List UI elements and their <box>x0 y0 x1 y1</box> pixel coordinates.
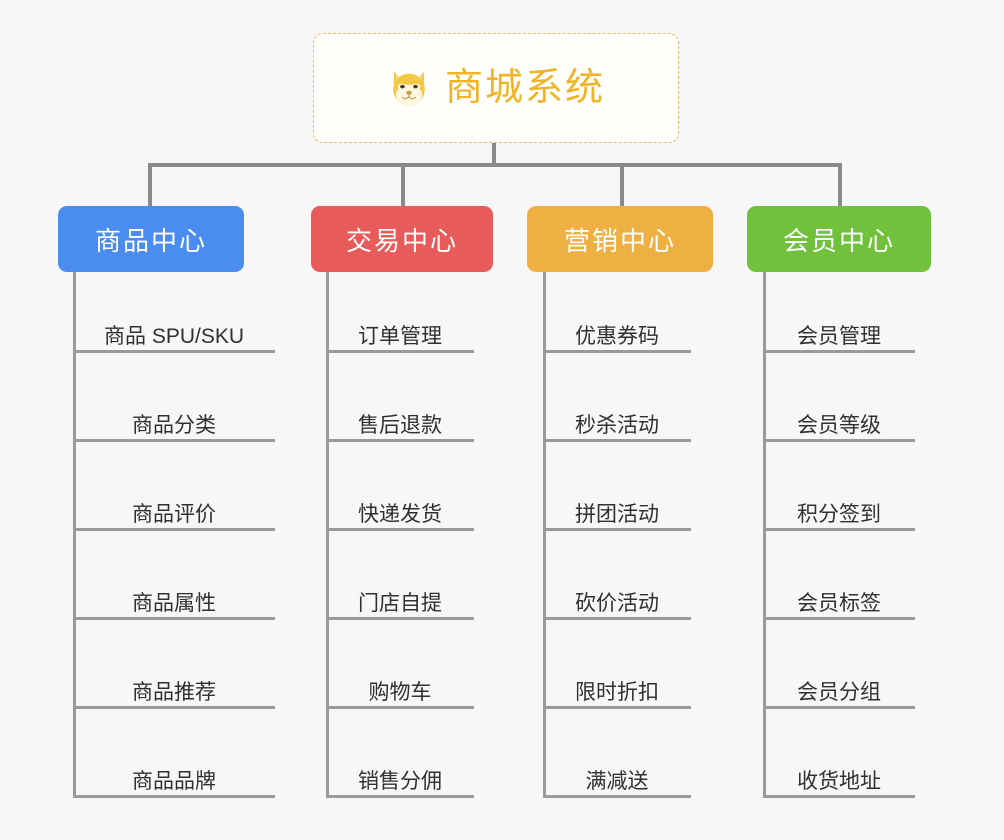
leaf-item-label: 门店自提 <box>358 591 442 615</box>
leaf-item-label: 销售分佣 <box>358 769 442 793</box>
leaf-item-label: 商品推荐 <box>132 680 216 704</box>
leaf-item-label: 秒杀活动 <box>575 413 659 437</box>
leaf-item-label: 优惠券码 <box>575 324 659 348</box>
leaf-item-label: 拼团活动 <box>575 502 659 526</box>
branch-trunk-3 <box>763 272 766 798</box>
leaf-item-label: 订单管理 <box>358 324 442 348</box>
leaf-item[interactable]: 限时折扣 <box>543 673 691 709</box>
leaf-item[interactable]: 订单管理 <box>326 317 474 353</box>
connector-branch-stem-1 <box>401 163 405 206</box>
leaf-item-label: 快递发货 <box>358 502 442 526</box>
leaf-item-label: 满减送 <box>585 769 649 793</box>
connector-branch-stem-2 <box>620 163 624 206</box>
leaf-item[interactable]: 商品 SPU/SKU <box>73 317 275 353</box>
leaf-item[interactable]: 砍价活动 <box>543 584 691 620</box>
leaf-item[interactable]: 销售分佣 <box>326 762 474 798</box>
leaf-item-label: 商品评价 <box>132 502 216 526</box>
leaf-item[interactable]: 购物车 <box>326 673 474 709</box>
leaf-item-label: 商品品牌 <box>132 769 216 793</box>
connector-root-stem <box>492 143 496 167</box>
leaf-item-label: 购物车 <box>368 680 432 704</box>
category-header-label: 交易中心 <box>345 225 458 256</box>
leaf-item-label: 会员分组 <box>797 680 881 704</box>
root-node-title: 商城系统 <box>444 67 605 109</box>
leaf-item[interactable]: 积分签到 <box>763 495 915 531</box>
leaf-item[interactable]: 收货地址 <box>763 762 915 798</box>
branch-trunk-0 <box>73 272 76 798</box>
category-header-label: 营销中心 <box>563 225 676 256</box>
leaf-item[interactable]: 会员分组 <box>763 673 915 709</box>
leaf-item[interactable]: 商品评价 <box>73 495 275 531</box>
category-header-label: 商品中心 <box>94 225 207 256</box>
leaf-item-label: 会员管理 <box>797 324 881 348</box>
leaf-item[interactable]: 商品品牌 <box>73 762 275 798</box>
leaf-item-label: 商品分类 <box>132 413 216 437</box>
leaf-item[interactable]: 优惠券码 <box>543 317 691 353</box>
branch-trunk-2 <box>543 272 546 798</box>
leaf-item-label: 会员等级 <box>797 413 881 437</box>
leaf-item[interactable]: 会员管理 <box>763 317 915 353</box>
leaf-item[interactable]: 秒杀活动 <box>543 406 691 442</box>
shiba-dog-face-icon <box>393 71 425 107</box>
category-header-1[interactable]: 交易中心 <box>311 206 493 272</box>
leaf-item[interactable]: 快递发货 <box>326 495 474 531</box>
category-header-label: 会员中心 <box>782 225 895 256</box>
connector-branch-stem-0 <box>148 163 152 206</box>
leaf-item[interactable]: 满减送 <box>543 762 691 798</box>
category-header-3[interactable]: 会员中心 <box>747 206 931 272</box>
connector-branch-stem-3 <box>838 163 842 206</box>
leaf-item[interactable]: 会员标签 <box>763 584 915 620</box>
root-node-shop-system[interactable]: 商城系统 <box>313 33 679 143</box>
leaf-item-label: 商品属性 <box>132 591 216 615</box>
leaf-item[interactable]: 门店自提 <box>326 584 474 620</box>
leaf-item-label: 砍价活动 <box>575 591 659 615</box>
leaf-item[interactable]: 商品推荐 <box>73 673 275 709</box>
leaf-item-label: 积分签到 <box>797 502 881 526</box>
branch-trunk-1 <box>326 272 329 798</box>
category-header-0[interactable]: 商品中心 <box>58 206 244 272</box>
leaf-item-label: 售后退款 <box>358 413 442 437</box>
leaf-item[interactable]: 会员等级 <box>763 406 915 442</box>
leaf-item[interactable]: 售后退款 <box>326 406 474 442</box>
leaf-item-label: 收货地址 <box>797 769 881 793</box>
leaf-item-label: 商品 SPU/SKU <box>103 324 245 348</box>
leaf-item[interactable]: 拼团活动 <box>543 495 691 531</box>
connector-horizontal-bus <box>148 163 838 167</box>
leaf-item-label: 限时折扣 <box>575 680 659 704</box>
category-header-2[interactable]: 营销中心 <box>527 206 713 272</box>
leaf-item-label: 会员标签 <box>797 591 881 615</box>
leaf-item[interactable]: 商品分类 <box>73 406 275 442</box>
leaf-item[interactable]: 商品属性 <box>73 584 275 620</box>
